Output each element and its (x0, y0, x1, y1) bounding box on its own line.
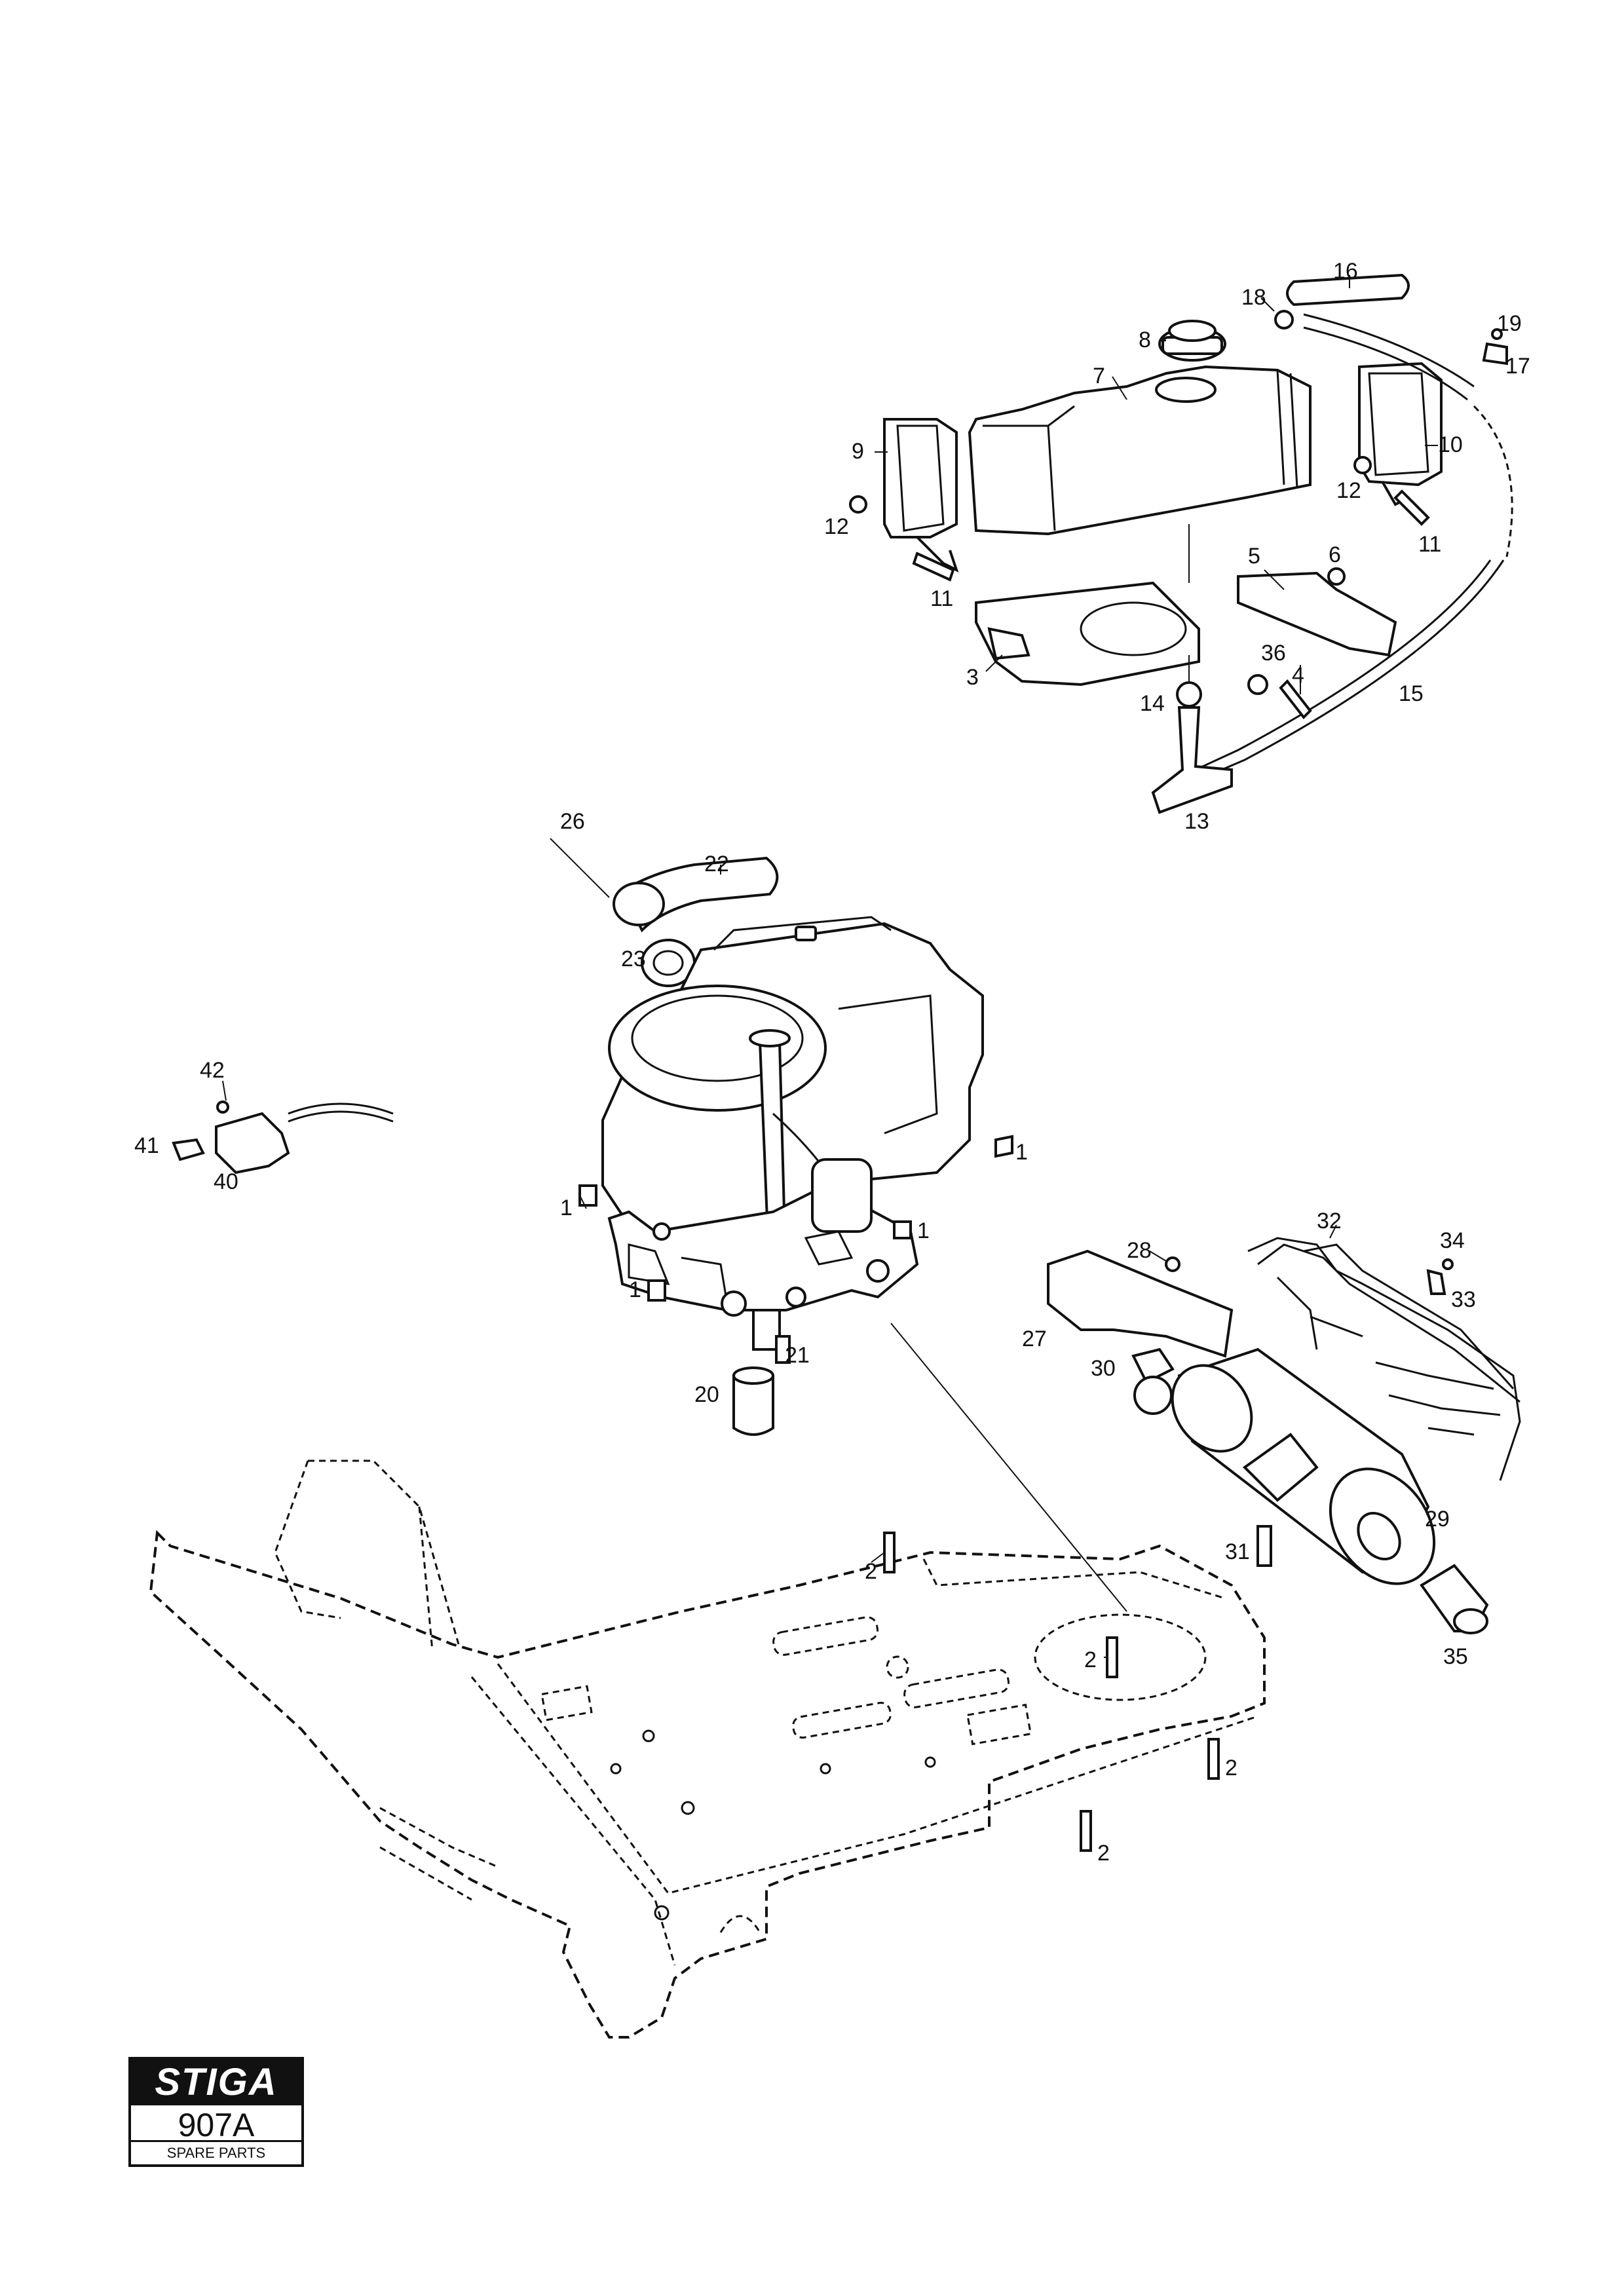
model-number: 907A (178, 2107, 255, 2143)
callout: 16 (1333, 259, 1358, 284)
fuel-tank (968, 365, 1312, 536)
chassis-frame (149, 1459, 1266, 2039)
callout: 1 (917, 1218, 930, 1243)
callout: 14 (1140, 691, 1165, 716)
callout: 2 (1084, 1647, 1097, 1672)
air-cleaner (608, 985, 827, 1112)
callout: 22 (704, 852, 729, 876)
callout: 18 (1241, 285, 1266, 310)
engine-bolt (994, 1135, 1013, 1158)
callout: 20 (694, 1382, 719, 1407)
callout: 7 (1093, 364, 1105, 388)
callout: 2 (1097, 1841, 1110, 1866)
tank-neck (1155, 377, 1217, 403)
fuel-hose-long (1198, 559, 1505, 781)
callout: 27 (1022, 1327, 1047, 1351)
callout: 4 (1292, 663, 1304, 688)
callout: 3 (966, 665, 979, 690)
callout-labels: 1 1 1 1 2 2 2 2 3 4 5 6 7 8 9 10 11 11 1… (134, 259, 1530, 1866)
callout: 40 (214, 1169, 238, 1194)
tank-strap-left (883, 418, 958, 538)
callout: 31 (1225, 1539, 1250, 1564)
callout: 33 (1451, 1287, 1476, 1312)
spare-parts-caption: SPARE PARTS (131, 2140, 301, 2164)
callout: 1 (629, 1277, 641, 1302)
chassis-outline (149, 1530, 1266, 2039)
fuel-tap (1151, 706, 1233, 814)
callout: 41 (134, 1133, 159, 1158)
callout: 19 (1497, 311, 1522, 336)
grommet (1176, 681, 1202, 707)
spacer (732, 1374, 774, 1436)
callout: 34 (1440, 1228, 1465, 1253)
logo-band: STIGA (131, 2060, 301, 2105)
tank-bracket (975, 581, 1200, 687)
callout: 29 (1425, 1507, 1450, 1532)
heat-shield-frame (1247, 1237, 1521, 1481)
callout: 35 (1443, 1644, 1468, 1669)
callout: 11 (1418, 532, 1441, 557)
callout: 11 (930, 586, 953, 611)
callout: 2 (865, 1559, 877, 1584)
throttle-lever (215, 1112, 290, 1175)
callout: 2 (1225, 1756, 1237, 1780)
callout: 8 (1139, 328, 1151, 352)
callout: 10 (1438, 432, 1463, 457)
callout: 5 (1248, 544, 1260, 569)
fuel-tank-assembly (849, 273, 1513, 814)
callout: 36 (1261, 641, 1286, 666)
callout: 26 (560, 809, 585, 834)
callout: 1 (1015, 1140, 1028, 1165)
callout: 28 (1127, 1238, 1152, 1263)
chassis-bolt (883, 1532, 896, 1573)
callout: 42 (200, 1058, 225, 1083)
callout: 30 (1091, 1356, 1116, 1381)
exhaust-assembly (1047, 1237, 1521, 1634)
callout: 32 (1317, 1209, 1342, 1233)
leader-lines (222, 275, 1438, 1658)
callout: 12 (1336, 478, 1361, 503)
callout: 13 (1184, 809, 1209, 834)
callout: 23 (621, 947, 646, 971)
callout: 9 (852, 439, 864, 464)
callout: 21 (785, 1343, 810, 1368)
stiga-logo: STIGA (155, 2061, 278, 2103)
support-bracket (1237, 571, 1397, 657)
fuel-hose-short (1286, 273, 1410, 307)
throttle-control (172, 1101, 394, 1175)
throttle-cable (288, 1102, 394, 1115)
callout: 15 (1399, 681, 1424, 706)
engine-assembly (550, 838, 1127, 1612)
callout: 6 (1329, 542, 1341, 567)
callout: 1 (560, 1195, 573, 1220)
stiga-logo-box: STIGA 907A SPARE PARTS (128, 2057, 304, 2167)
muffler-bracket (1047, 1249, 1234, 1358)
callout: 17 (1505, 354, 1530, 379)
callout: 12 (824, 514, 849, 539)
